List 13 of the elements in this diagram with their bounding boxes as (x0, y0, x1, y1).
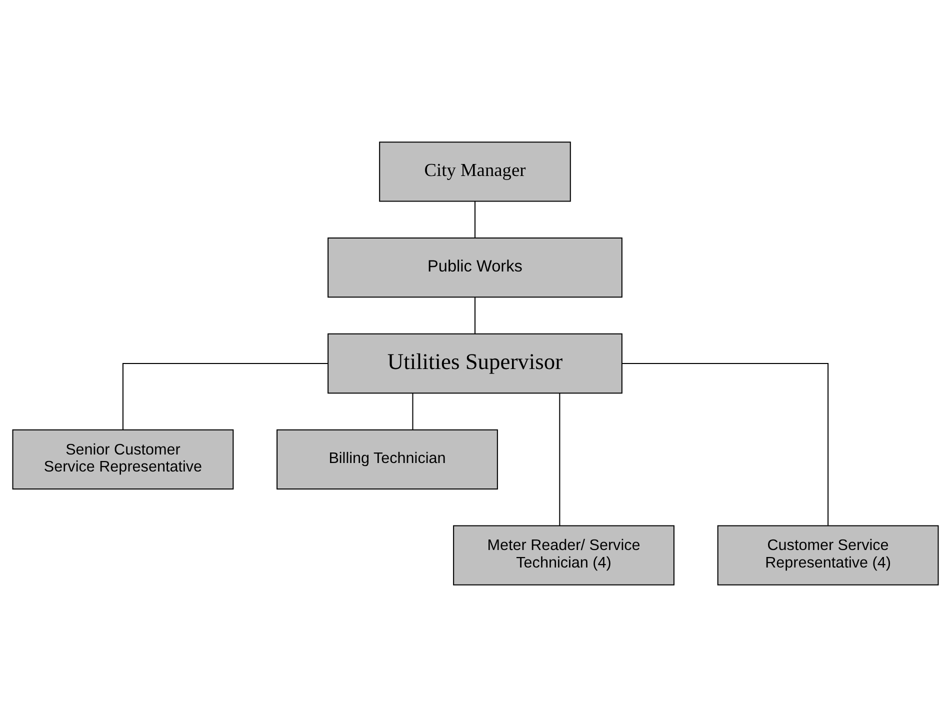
connector (412, 392, 414, 430)
node-box: Senior Customer Service Representative (12, 428, 234, 490)
connector (559, 392, 560, 526)
node-box: Customer Service Representative (4) (717, 524, 939, 585)
node-box: Public Works (328, 236, 622, 298)
node-box: Meter Reader/ Service Technician (4) (453, 524, 674, 585)
node-box: City Manager (379, 141, 571, 202)
node-box: Utilities Supervisor (328, 332, 622, 394)
connector (474, 201, 476, 238)
connector (122, 362, 328, 430)
connector (474, 296, 476, 334)
connector (622, 362, 829, 525)
node-box: Billing Technician (276, 428, 498, 490)
